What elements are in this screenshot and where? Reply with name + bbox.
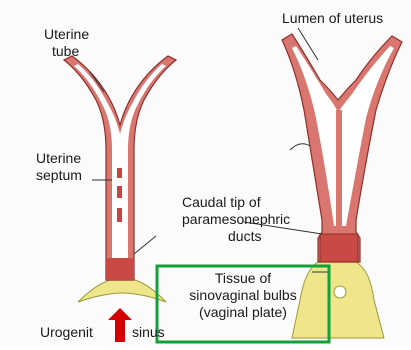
label-line: sinovaginal bulbs xyxy=(160,287,326,304)
label-line: Uterine xyxy=(44,26,89,43)
label-uterine-tube: Uterine tube xyxy=(44,26,89,60)
bulb-cavity xyxy=(334,286,346,298)
label-line: Caudal tip of xyxy=(182,194,290,211)
label-urogenital-tail: sinus xyxy=(132,324,165,341)
label-lumen: Lumen of uterus xyxy=(282,10,383,27)
label-line: Tissue of xyxy=(160,270,326,287)
label-uterine-septum: Uterine septum xyxy=(36,150,82,184)
label-caudal-tip: Caudal tip of paramesonephric ducts xyxy=(182,194,290,245)
label-line: (vaginal plate) xyxy=(160,304,326,321)
label-line: Uterine xyxy=(36,150,82,167)
septum-part xyxy=(117,186,122,198)
label-line: septum xyxy=(36,167,82,184)
label-urogenital: Urogenit xyxy=(40,324,93,341)
right-septum xyxy=(336,110,342,226)
label-line: ducts xyxy=(182,228,290,245)
septum-part xyxy=(117,208,122,222)
label-line: paramesonephric xyxy=(182,211,290,228)
left-duct-tip xyxy=(106,258,134,280)
label-tissue: Tissue of sinovaginal bulbs (vaginal pla… xyxy=(160,270,326,321)
right-duct-tip xyxy=(320,234,358,262)
label-line: tube xyxy=(44,43,89,60)
septum-part xyxy=(117,168,122,178)
